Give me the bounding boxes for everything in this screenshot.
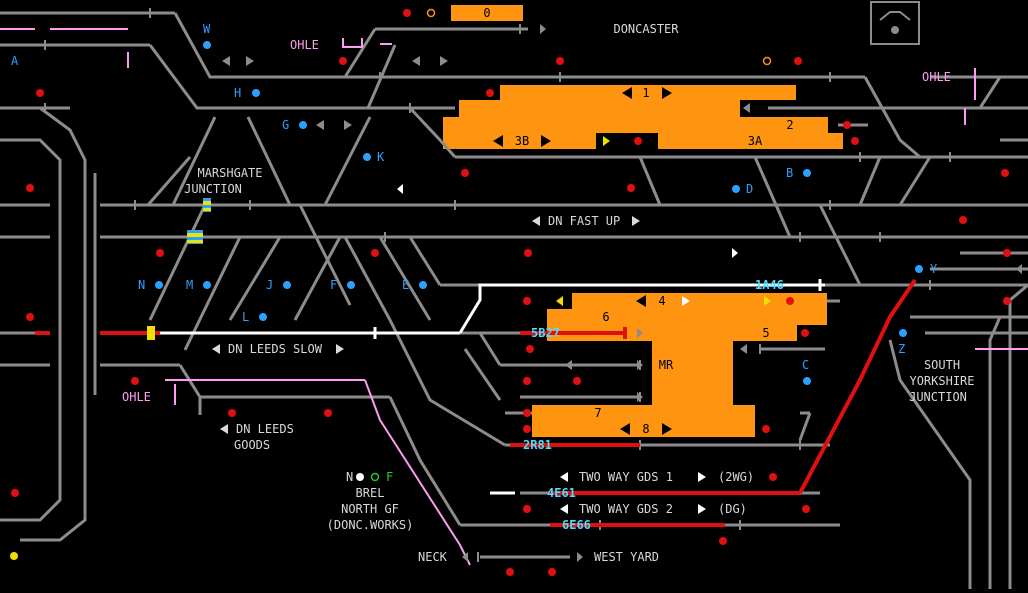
platform-areas [443,5,843,437]
train-headcode[interactable]: 6E66 [562,518,591,532]
junction-label: JUNCTION [184,182,242,196]
occupied-track [35,278,917,527]
line-label: DN LEEDS [236,422,294,436]
signal-yellow[interactable] [10,552,18,560]
platform-7-label: 7 [594,406,601,420]
platform-2-label: 2 [786,118,793,132]
brel-label: (DONC.WORKS) [327,518,414,532]
platform-mr-label: MR [659,358,674,372]
platform-6-label: 6 [602,310,609,324]
label-arrows [212,216,640,434]
junction-label: SOUTH [924,358,960,372]
line-label: (2WG) [718,470,754,484]
ground-frame-label: N [138,278,145,292]
line-label: DN LEEDS SLOW [228,342,323,356]
platform-3b-label: 3B [515,134,529,148]
line-label: NECK [418,550,448,564]
platform-1-label: 1 [642,86,649,100]
ground-frame-label: F [330,278,337,292]
signals[interactable] [11,9,1011,576]
counter-value: 0 [483,6,490,20]
counter-box[interactable] [451,5,523,21]
brel-label: BREL [356,486,385,500]
white-arrows [397,184,738,514]
brel-n-label: N [346,470,353,484]
line-label: DN FAST UP [548,214,620,228]
brel-label: NORTH GF [341,502,399,516]
ohle-label: OHLE [290,38,319,52]
ground-frame-label: H [234,86,241,100]
line-label: (DG) [718,502,747,516]
direction-arrows [222,24,1022,562]
ground-frame-label: Y [930,262,938,276]
route-set [160,279,825,495]
ground-frame-label: J [266,278,273,292]
panel-key-symbol[interactable] [870,1,920,45]
yellow-markers [147,136,771,340]
train-headcode[interactable]: 4E61 [547,486,576,500]
ground-frame-label: E [402,278,409,292]
line-label: TWO WAY GDS 1 [579,470,673,484]
station-title: DONCASTER [613,22,679,36]
platform-5-label: 5 [762,326,769,340]
ground-frame-label: D [746,182,753,196]
platform-8-label: 8 [642,422,649,436]
ohle-label: OHLE [122,390,151,404]
ohle-label: OHLE [922,70,951,84]
signal-off[interactable] [762,56,772,66]
train-headcode[interactable]: 1A46 [755,278,784,292]
ground-frame-label: W [203,22,211,36]
platform-1-2-3-block[interactable] [443,85,843,149]
brel-f-label: F [386,470,393,484]
ground-frame-label: K [377,150,385,164]
platform-4-to-8-block[interactable] [532,293,827,437]
line-label: TWO WAY GDS 2 [579,502,673,516]
brel-n-indicator [356,473,364,481]
ground-frame-label: C [802,358,809,372]
ground-frame-label: A [11,54,19,68]
signal-off[interactable] [426,8,436,18]
ground-frame-label: B [786,166,793,180]
platform-3a-label: 3A [748,134,763,148]
ground-frame-label: M [186,278,193,292]
ground-frame-label: L [242,310,249,324]
ground-frame-label: Z [898,342,905,356]
line-label: WEST YARD [594,550,659,564]
line-label: GOODS [234,438,270,452]
junction-label: JUNCTION [909,390,967,404]
train-headcode[interactable]: 2R81 [523,438,552,452]
platform-4-label: 4 [658,294,665,308]
ground-frame-markers[interactable] [155,41,923,385]
brel-f-indicator [370,472,380,482]
platform-arrows [493,87,672,435]
train-headcode[interactable]: 5B27 [531,326,560,340]
junction-label: MARSHGATE [197,166,262,180]
ground-frame-label: G [282,118,289,132]
junction-label: YORKSHIRE [909,374,974,388]
